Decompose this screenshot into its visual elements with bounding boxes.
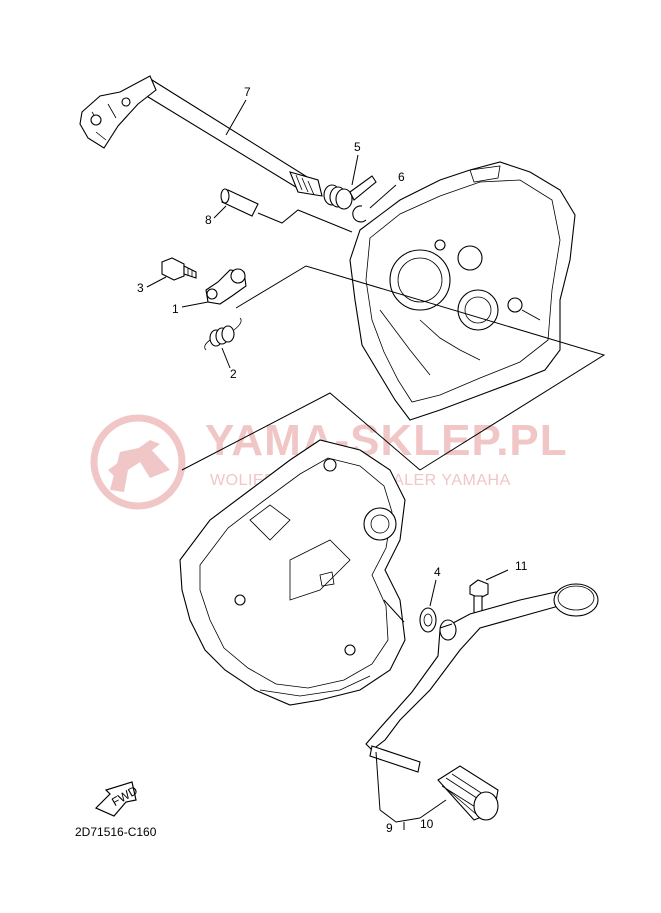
bolt	[161, 257, 197, 281]
oil-seal	[419, 607, 437, 633]
callout-10: 10	[420, 817, 434, 831]
dowel-pin	[220, 188, 259, 217]
tension-spring	[204, 317, 242, 351]
callout-5: 5	[354, 140, 361, 154]
callout-8: 8	[205, 213, 212, 227]
callout-4: 4	[434, 565, 441, 579]
leader-lines	[146, 99, 606, 830]
callouts: 7 5 6 8 3 1 2 4 11 9 10	[137, 85, 528, 835]
callout-6: 6	[398, 170, 405, 184]
callout-2: 2	[230, 367, 237, 381]
callout-11: 11	[515, 559, 528, 573]
torsion-spring	[323, 175, 377, 210]
callout-7: 7	[244, 85, 251, 99]
pinch-bolt	[469, 579, 489, 615]
crankcase-upper	[349, 161, 576, 421]
callout-3: 3	[137, 281, 144, 295]
shift-shaft	[79, 75, 323, 197]
stopper-lever	[205, 268, 247, 305]
diagram-code: 2D71516-C160	[75, 825, 157, 839]
shift-pedal	[365, 583, 599, 773]
watermark-logo	[90, 414, 186, 510]
fwd-arrow-icon: FWD	[94, 781, 140, 817]
circlip	[352, 205, 367, 223]
callout-1: 1	[172, 302, 179, 316]
pedal-rubber	[437, 765, 499, 821]
callout-9: 9	[386, 821, 393, 835]
crankcase-lower	[179, 439, 406, 706]
watermark-title: YAMA-SKLEP.PL	[205, 416, 568, 465]
